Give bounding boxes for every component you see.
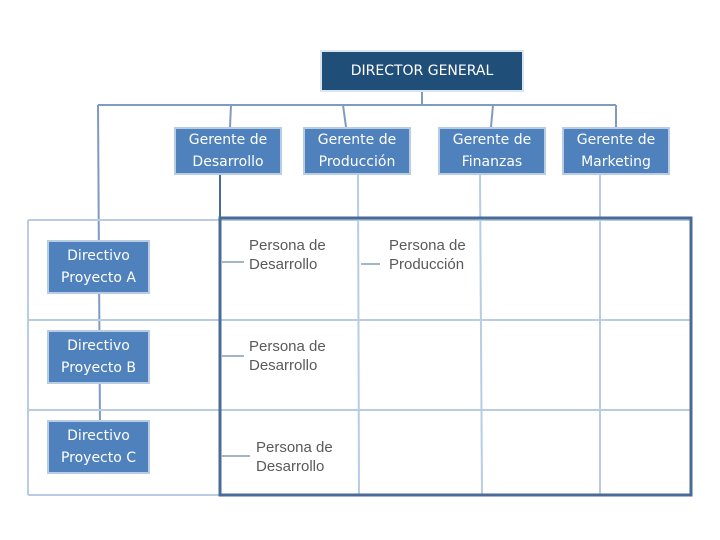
project-director-c-box[interactable]: Directivo Proyecto C [47,420,150,474]
manager-drop-line [342,104,347,128]
matrix-cell-b-desarrollo: Persona de Desarrollo [249,338,326,374]
matrix-column-line [479,174,483,496]
project-director-label: Directivo Proyecto B [61,338,136,376]
manager-desarrollo-box[interactable]: Gerente de Desarrollo [174,127,282,175]
director-general-label: DIRECTOR GENERAL [350,63,494,79]
matrix-cell-a-produccion: Persona de Producción [389,237,466,273]
manager-drop-line [229,104,232,128]
manager-label: Gerente de Marketing [576,132,656,170]
manager-marketing-box[interactable]: Gerente de Marketing [562,127,670,175]
matrix-cell-a-desarrollo: Persona de Desarrollo [249,237,326,273]
manager-drop-line [490,104,494,128]
manager-label: Gerente de Desarrollo [188,132,268,170]
project-director-b-box[interactable]: Directivo Proyecto B [47,330,150,384]
matrix-cell-c-desarrollo: Persona de Desarrollo [256,439,333,475]
project-director-label: Directivo Proyecto C [60,428,137,466]
director-general-box[interactable]: DIRECTOR GENERAL [320,50,524,92]
manager-label: Gerente de Producción [317,132,397,170]
manager-produccion-box[interactable]: Gerente de Producción [303,127,411,175]
manager-finanzas-box[interactable]: Gerente de Finanzas [438,127,546,175]
manager-label: Gerente de Finanzas [452,132,532,170]
matrix-border [218,216,693,497]
project-director-a-box[interactable]: Directivo Proyecto A [47,240,150,294]
matrix-column-line [357,174,360,496]
project-director-label: Directivo Proyecto A [61,248,136,286]
